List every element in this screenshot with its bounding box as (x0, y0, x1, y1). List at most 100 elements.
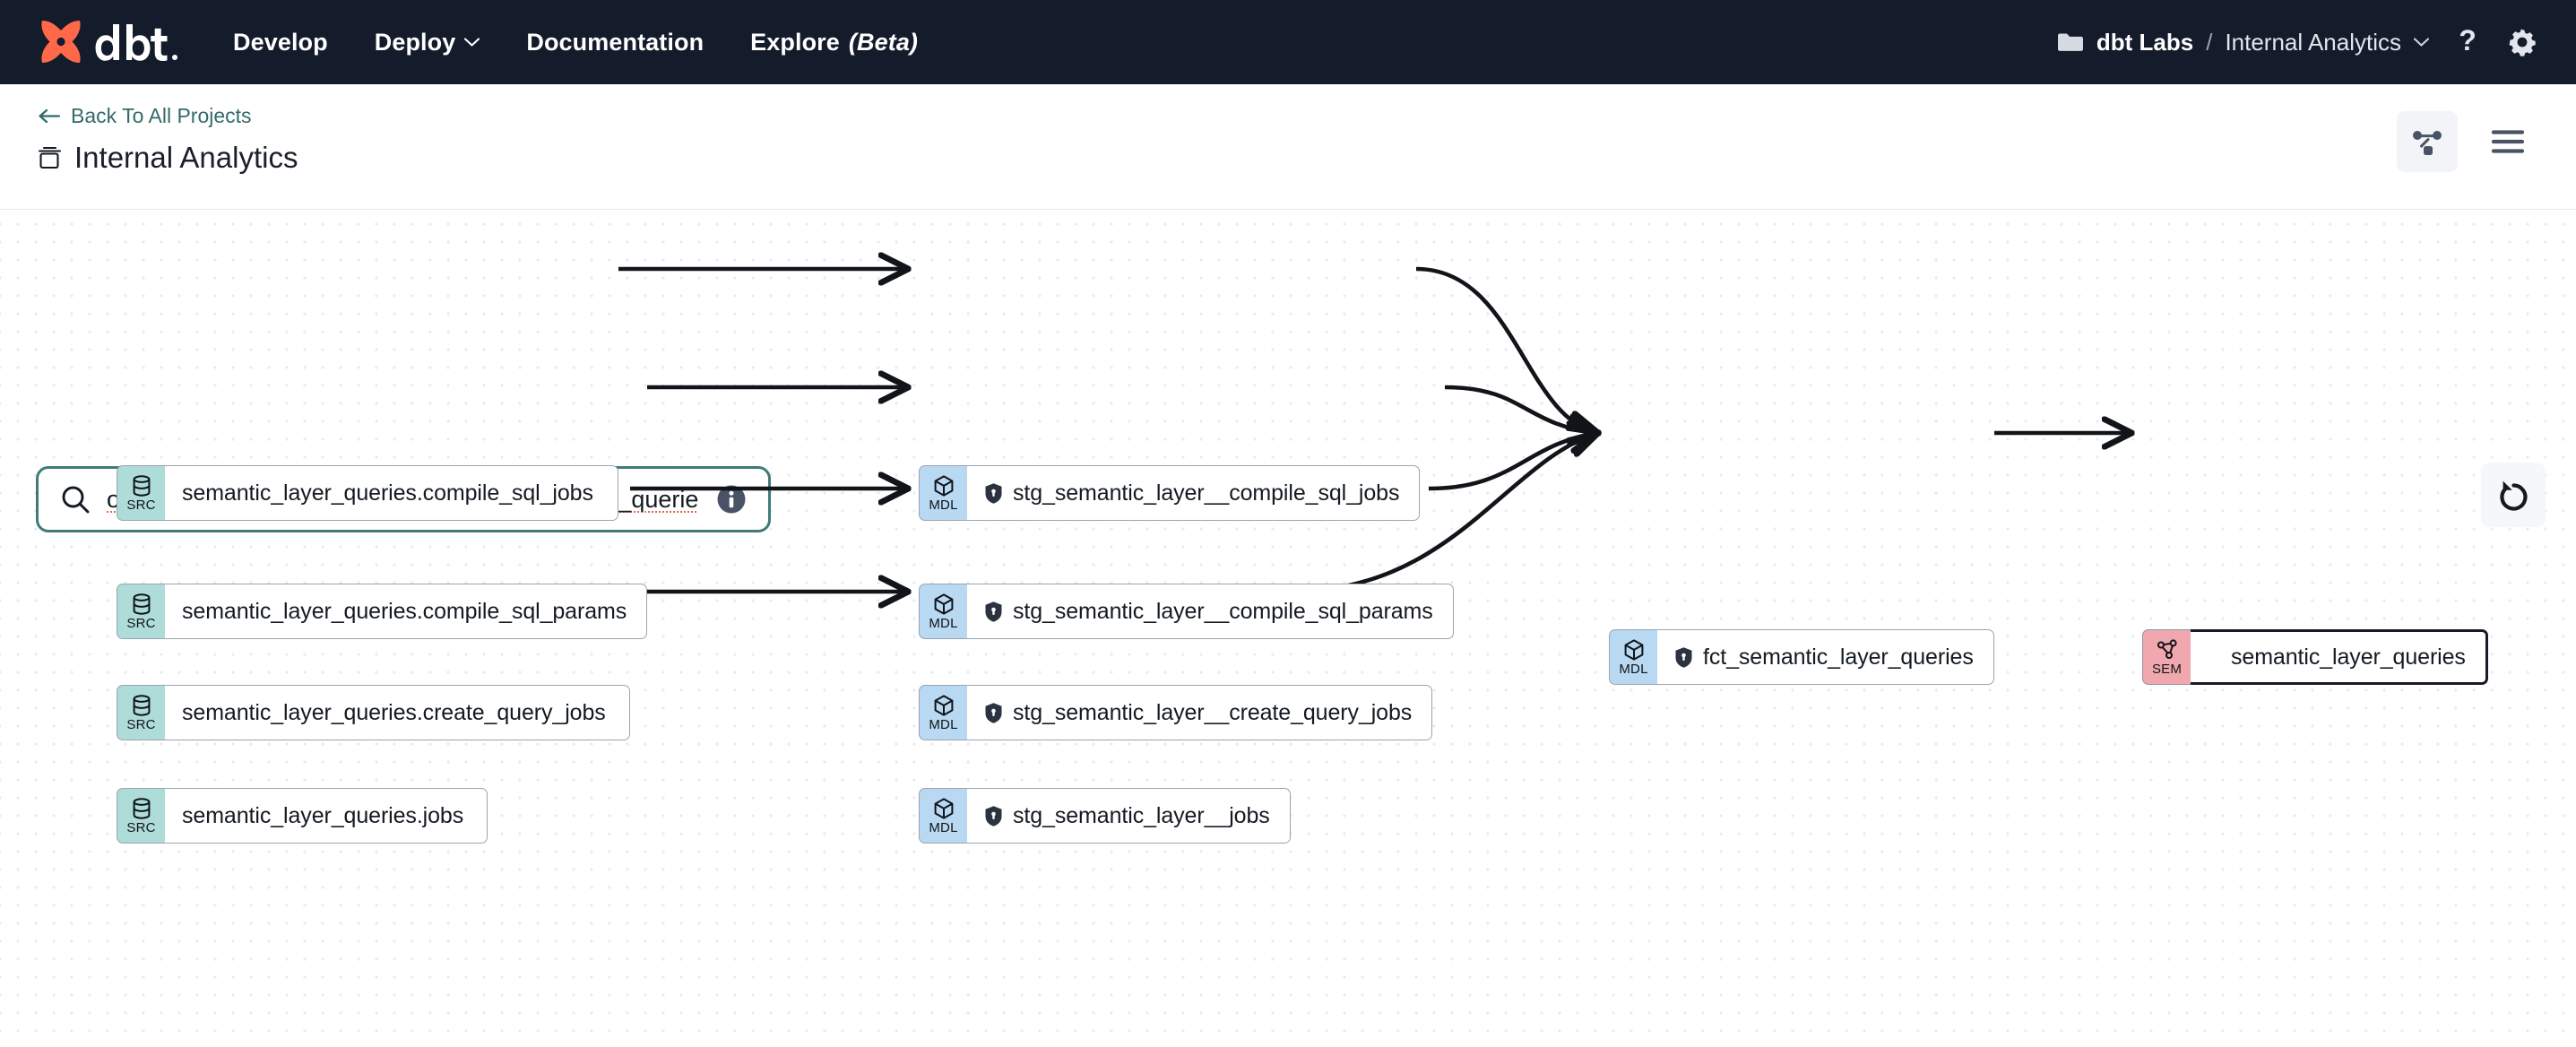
node-type-label: SRC (126, 617, 155, 630)
svg-text:?: ? (2459, 25, 2477, 56)
lineage-node-mdl-stg-jobs[interactable]: MDL stg_semantic_layer__jobs (919, 788, 1291, 844)
shield-lock-icon (984, 805, 1003, 827)
node-type-badge-mdl: MDL (919, 685, 967, 740)
node-label: semantic_layer_queries.compile_sql_param… (182, 599, 627, 625)
node-type-label: MDL (929, 498, 957, 512)
question-mark-icon[interactable]: ? (2454, 25, 2481, 59)
semantic-graph-icon (2156, 639, 2179, 662)
nav-item-deploy-label: Deploy (375, 29, 456, 56)
lineage-node-src-compile-sql-params[interactable]: SRC semantic_layer_queries.compile_sql_p… (117, 584, 647, 639)
lineage-view-button[interactable] (2397, 111, 2458, 172)
node-type-badge-mdl: MDL (919, 584, 967, 639)
subheader-left: Back To All Projects Internal Analytics (38, 104, 298, 175)
chevron-down-icon (2414, 38, 2429, 47)
breadcrumb-separator: / (2206, 29, 2212, 56)
nav-item-explore-label: Explore (750, 29, 840, 56)
gear-icon[interactable] (2506, 26, 2538, 58)
lineage-node-src-create-query-jobs[interactable]: SRC semantic_layer_queries.create_query_… (117, 685, 630, 740)
page-title: Internal Analytics (74, 141, 298, 175)
nav-item-develop-label: Develop (233, 29, 328, 56)
node-type-badge-sem: SEM (2142, 629, 2191, 685)
nav-item-deploy[interactable]: Deploy (375, 29, 480, 56)
node-type-label: SEM (2152, 662, 2182, 676)
lineage-node-mdl-stg-compile-sql-params[interactable]: MDL stg_semantic_layer__compile_sql_para… (919, 584, 1445, 639)
node-type-badge-src: SRC (117, 465, 165, 521)
node-type-badge-mdl: MDL (919, 465, 967, 521)
node-type-label: MDL (929, 718, 957, 731)
reset-counterclockwise-icon (2495, 477, 2531, 513)
lineage-node-mdl-fct-semantic-layer-queries[interactable]: MDL fct_semantic_layer_queries (1609, 629, 1994, 685)
database-cylinder-icon (130, 593, 153, 616)
database-icon (38, 145, 62, 170)
nav-item-documentation-label: Documentation (526, 29, 704, 56)
chevron-down-icon (464, 38, 480, 47)
node-label: stg_semantic_layer__compile_sql_jobs (1013, 480, 1399, 506)
list-view-button[interactable] (2477, 111, 2538, 172)
shield-lock-icon (984, 601, 1003, 623)
arrow-left-icon (38, 108, 61, 124)
node-type-label: SRC (126, 821, 155, 835)
node-label: stg_semantic_layer__create_query_jobs (1013, 700, 1412, 726)
view-mode-toggle-group (2397, 104, 2538, 172)
lineage-node-mdl-stg-compile-sql-jobs[interactable]: MDL stg_semantic_layer__compile_sql_jobs (919, 465, 1416, 521)
node-type-badge-mdl: MDL (919, 788, 967, 844)
edge-mdl2-fct (1445, 387, 1597, 433)
database-cylinder-icon (130, 475, 153, 498)
lineage-node-src-jobs[interactable]: SRC semantic_layer_queries.jobs (117, 788, 488, 844)
page-title-row: Internal Analytics (38, 141, 298, 175)
node-body: semantic_layer_queries (2191, 629, 2488, 685)
nav-item-develop[interactable]: Develop (233, 29, 328, 56)
node-label: stg_semantic_layer__jobs (1013, 803, 1270, 829)
node-body: stg_semantic_layer__jobs (967, 788, 1291, 844)
dbt-logo[interactable] (38, 18, 181, 66)
info-circle-icon[interactable] (714, 482, 748, 516)
back-to-all-projects-label: Back To All Projects (71, 104, 252, 128)
edge-mdl3-fct (1429, 433, 1597, 489)
breadcrumb-org[interactable]: dbt Labs (2096, 29, 2193, 56)
back-to-all-projects-link[interactable]: Back To All Projects (38, 104, 298, 128)
lineage-node-mdl-stg-create-query-jobs[interactable]: MDL stg_semantic_layer__create_query_job… (919, 685, 1429, 740)
node-body: stg_semantic_layer__compile_sql_params (967, 584, 1454, 639)
lineage-graph-icon (2410, 125, 2444, 159)
node-body: semantic_layer_queries.jobs (165, 788, 488, 844)
breadcrumb-project[interactable]: Internal Analytics (2225, 29, 2401, 56)
node-type-badge-src: SRC (117, 685, 165, 740)
lineage-node-src-compile-sql-jobs[interactable]: SRC semantic_layer_queries.compile_sql_j… (117, 465, 618, 521)
node-type-badge-mdl: MDL (1609, 629, 1657, 685)
hamburger-list-icon (2491, 128, 2525, 155)
edge-mdl1-fct (1416, 269, 1597, 433)
cube-icon (932, 593, 955, 616)
shield-lock-icon (984, 482, 1003, 505)
shield-lock-icon (984, 702, 1003, 724)
nav-item-documentation[interactable]: Documentation (526, 29, 704, 56)
node-type-label: MDL (929, 821, 957, 835)
cube-icon (1622, 638, 1646, 662)
top-navigation-bar: Develop Deploy Documentation Explore (Be… (0, 0, 2576, 84)
lineage-canvas[interactable]: SRC semantic_layer_queries.compile_sql_j… (0, 210, 2576, 1047)
node-body: semantic_layer_queries.compile_sql_jobs (165, 465, 618, 521)
dbt-wordmark-icon (95, 22, 181, 62)
lineage-node-sem-semantic-layer-queries[interactable]: SEM semantic_layer_queries (2142, 629, 2472, 685)
node-type-badge-src: SRC (117, 788, 165, 844)
database-cylinder-icon (130, 798, 153, 820)
cube-icon (932, 694, 955, 717)
nav-right-cluster: dbt Labs / Internal Analytics ? (2057, 25, 2538, 59)
project-subheader: Back To All Projects Internal Analytics (0, 84, 2576, 210)
node-type-label: SRC (126, 718, 155, 731)
node-label: semantic_layer_queries (2231, 645, 2466, 671)
node-label: fct_semantic_layer_queries (1703, 645, 1974, 671)
cube-icon (932, 474, 955, 498)
shield-lock-icon (1674, 646, 1693, 669)
nav-item-explore-beta-tag: (Beta) (849, 29, 918, 56)
dbt-mark-icon (38, 18, 90, 66)
node-type-badge-src: SRC (117, 584, 165, 639)
nav-item-explore[interactable]: Explore (Beta) (750, 29, 918, 56)
reset-lineage-button[interactable] (2481, 463, 2546, 527)
account-project-breadcrumb[interactable]: dbt Labs / Internal Analytics (2057, 29, 2429, 56)
node-type-label: MDL (1619, 662, 1647, 676)
node-label: semantic_layer_queries.compile_sql_jobs (182, 480, 593, 506)
node-body: semantic_layer_queries.create_query_jobs (165, 685, 630, 740)
node-label: stg_semantic_layer__compile_sql_params (1013, 599, 1433, 625)
folder-icon (2057, 31, 2084, 53)
node-body: fct_semantic_layer_queries (1657, 629, 1994, 685)
